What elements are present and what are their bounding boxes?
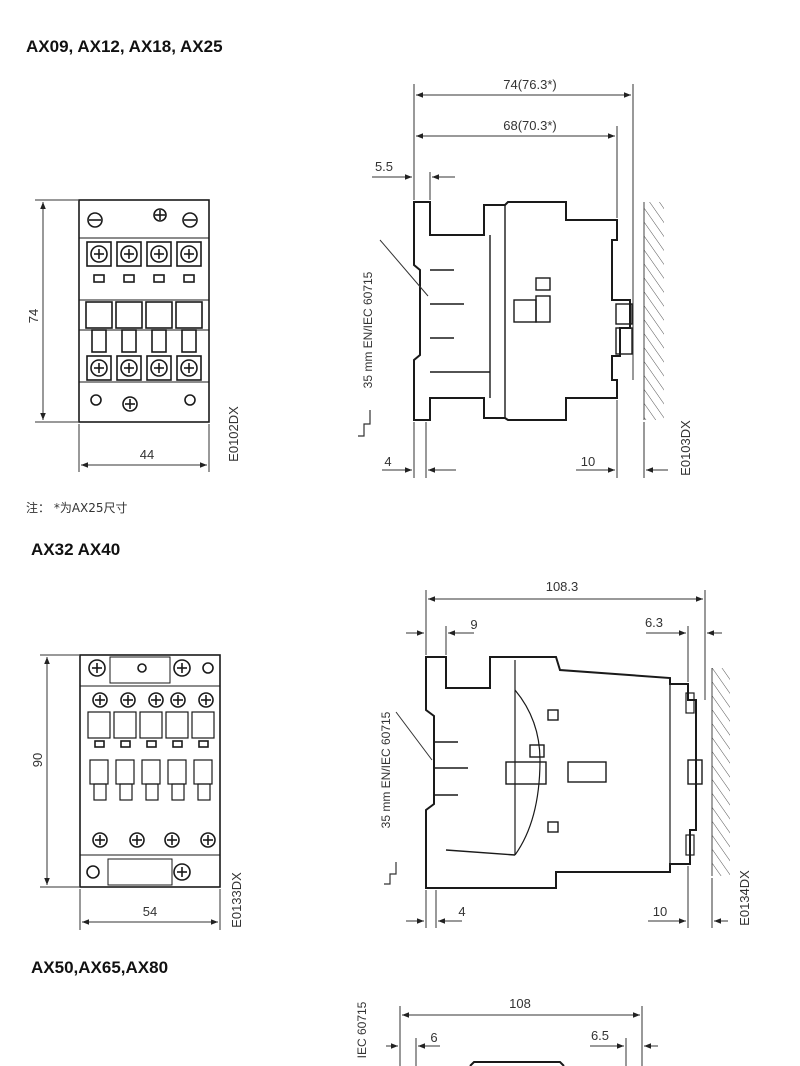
ax09-rail-depth-label: 4 xyxy=(384,454,391,469)
ax32-din-rail-symbol xyxy=(384,862,397,885)
ax09-overall-depth-label: 74(76.3*) xyxy=(503,77,556,92)
ax50-right-offset-label: 6.5 xyxy=(591,1028,609,1043)
ax50-rail-standard-partial-label: IEC 60715 xyxy=(355,1001,369,1058)
ax32-width-label: 54 xyxy=(143,904,157,919)
ax32-front-view xyxy=(79,654,221,888)
ax25-footnote: 注： *为AX25尺寸 xyxy=(26,501,128,515)
ax32-mounting-wall-hatch xyxy=(712,668,730,876)
ax32-side-view xyxy=(425,656,703,889)
ax32-rail-depth-label: 4 xyxy=(458,904,465,919)
ax09-height-label: 74 xyxy=(26,309,41,323)
ax09-front-drawing-code: E0102DX xyxy=(226,406,241,462)
ax32-front-drawing-code: E0133DX xyxy=(229,872,244,928)
ax50-left-offset-label: 6 xyxy=(430,1030,437,1045)
ax09-din-rail-symbol xyxy=(358,410,371,437)
ax09-mounting-wall-hatch xyxy=(644,202,664,420)
ax32-height-label: 90 xyxy=(30,753,45,767)
ax09-wall-gap-label: 10 xyxy=(581,454,595,469)
section-title-ax32-ax40: AX32 AX40 xyxy=(31,540,121,559)
ax32-right-offset-label: 6.3 xyxy=(645,615,663,630)
ax50-side-view-partial xyxy=(469,1061,565,1066)
ax09-rail-standard-label: 35 mm EN/IEC 60715 xyxy=(361,271,375,388)
ax09-side-view xyxy=(413,201,633,421)
ax09-front-dimension-lines xyxy=(35,199,210,472)
ax32-side-dimension-lines xyxy=(395,590,728,928)
ax32-left-offset-label: 9 xyxy=(470,617,477,632)
ax09-width-label: 44 xyxy=(140,447,154,462)
ax50-side-dimension-lines xyxy=(386,1006,658,1066)
ax32-side-drawing-code: E0134DX xyxy=(737,870,752,926)
ax09-left-offset-label: 5.5 xyxy=(375,159,393,174)
ax32-front-dimension-lines xyxy=(40,654,221,930)
ax09-body-depth-label: 68(70.3*) xyxy=(503,118,556,133)
ax32-rail-standard-label: 35 mm EN/IEC 60715 xyxy=(379,711,393,828)
ax32-wall-gap-label: 10 xyxy=(653,904,667,919)
ax50-overall-depth-label: 108 xyxy=(509,996,531,1011)
ax09-front-view xyxy=(78,199,210,423)
section-title-ax09-ax25: AX09, AX12, AX18, AX25 xyxy=(26,37,223,56)
ax09-side-drawing-code: E0103DX xyxy=(678,420,693,476)
ax09-side-dimension-lines xyxy=(372,84,668,478)
section-title-ax50-ax80: AX50,AX65,AX80 xyxy=(31,958,169,977)
ax32-overall-depth-label: 108.3 xyxy=(546,579,579,594)
